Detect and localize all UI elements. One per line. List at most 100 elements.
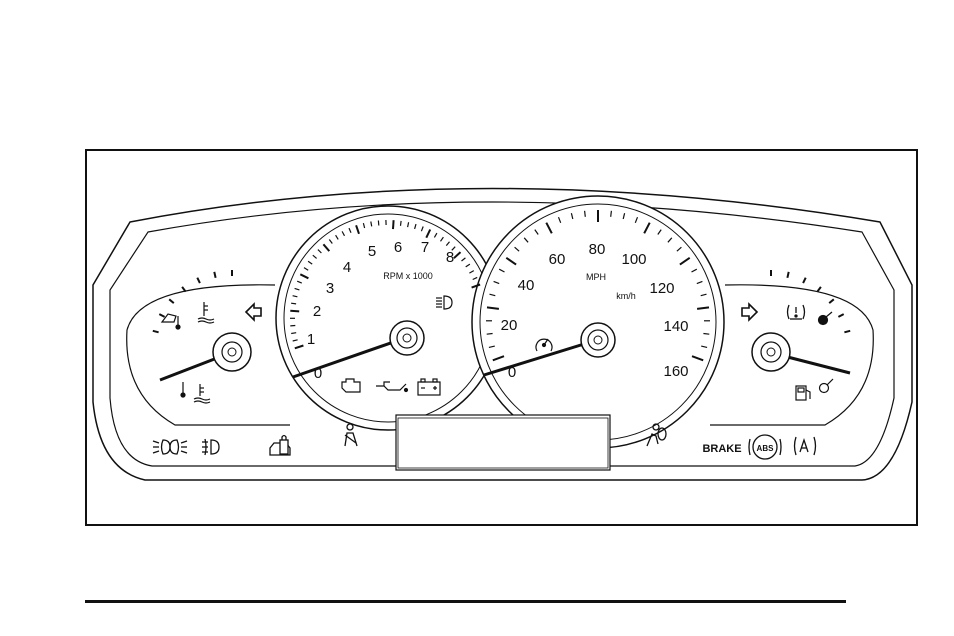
speedometer-tick <box>498 268 505 273</box>
tachometer-tick <box>292 295 298 298</box>
cluster-housing-outer <box>92 187 913 481</box>
speedometer-tick <box>493 280 500 285</box>
speedometer-tick <box>691 268 698 273</box>
tachometer-tick <box>370 221 373 227</box>
fuel-gauge-tick <box>802 277 807 284</box>
temperature-gauge-tick <box>213 271 217 279</box>
speedometer-tick <box>622 213 626 220</box>
speedometer-tick <box>545 222 553 234</box>
fuel-gauge-tick <box>816 286 822 293</box>
engine-coolant-temp-icon <box>197 302 215 324</box>
check-engine-icon <box>341 378 361 393</box>
tachometer-tick <box>291 332 297 335</box>
battery-icon <box>417 378 441 396</box>
fuel-gauge-hub-pin <box>766 347 776 357</box>
right-pod <box>710 284 874 426</box>
tachometer-label-4: 4 <box>343 259 351 276</box>
left-turn-signal-icon <box>244 302 262 322</box>
speedometer-tick <box>610 210 612 217</box>
speedometer-tick <box>492 355 505 362</box>
tire-pressure-icon <box>786 304 806 320</box>
speedometer-label-80: 80 <box>589 241 606 258</box>
tachometer-unit-label: RPM x 1000 <box>383 271 433 281</box>
abs-indicator-label: ABS <box>757 444 775 453</box>
tachometer-tick <box>292 339 298 342</box>
tachometer-label-5: 5 <box>368 243 376 260</box>
tachometer-tick <box>290 309 300 313</box>
temperature-gauge-tick <box>196 277 201 284</box>
tachometer-tick <box>425 229 432 239</box>
fog-lamp-icon <box>202 438 220 456</box>
tachometer-tick <box>317 249 322 254</box>
speedometer-label-60: 60 <box>549 251 566 268</box>
abs-icon <box>748 434 782 460</box>
tachometer-tick <box>471 283 481 289</box>
speedometer-tick <box>489 293 496 297</box>
temperature-gauge-hub-pin <box>227 347 237 357</box>
speedometer-hub-pin <box>593 335 603 345</box>
speedometer-tick <box>667 237 673 243</box>
speedometer-tick <box>696 280 703 285</box>
security-icon <box>269 434 291 456</box>
fuel-gauge-tick <box>837 313 845 318</box>
tachometer-tick <box>453 251 462 259</box>
temperature-gauge-tick <box>158 313 166 318</box>
left-pod <box>126 284 290 426</box>
tachometer-label-0: 0 <box>314 365 322 382</box>
temperature-gauge-tick <box>152 329 159 334</box>
tachometer-label-8: 8 <box>446 249 454 266</box>
coolant-hot-icon <box>193 384 211 404</box>
tachometer-label-6: 6 <box>394 239 402 256</box>
tachometer-tick <box>294 344 304 350</box>
right-turn-signal-icon <box>741 302 759 322</box>
brake-indicator-label: BRAKE <box>702 443 741 455</box>
tachometer-label-7: 7 <box>421 239 429 256</box>
tachometer-tick <box>445 241 450 246</box>
tachometer-tick <box>355 224 360 235</box>
tachometer-tick <box>451 246 456 251</box>
speedometer-label-160: 160 <box>663 363 688 380</box>
tachometer-tick <box>328 239 333 244</box>
tachometer-tick <box>296 280 303 284</box>
speedometer-tick <box>488 345 495 348</box>
tachometer-tick <box>392 220 395 230</box>
speedometer-tick <box>634 216 639 224</box>
tachometer-tick <box>291 302 297 305</box>
speedometer-tick <box>514 246 520 252</box>
tachometer-tick <box>469 270 475 274</box>
speedometer-tick <box>570 213 574 220</box>
tachometer-tick <box>348 227 352 233</box>
small-gauge-ticks <box>152 270 851 334</box>
fuel-pump-icon <box>795 385 811 401</box>
speedometer-tick <box>505 256 517 266</box>
speedometer-tick <box>534 229 539 235</box>
tachometer-ticks <box>290 219 481 350</box>
speedometer-tick <box>486 332 493 335</box>
fuel-gauge-tick <box>786 271 790 279</box>
tachometer-tick <box>472 276 478 281</box>
speedometer-tick <box>486 306 500 310</box>
tachometer-tick <box>322 243 331 252</box>
trunk-ajar-icon <box>160 313 181 330</box>
cluster-housing-inner <box>109 201 895 467</box>
bottom-rule <box>85 600 846 603</box>
temperature-gauge-tick <box>168 298 175 304</box>
fuel-empty-marker-icon <box>818 378 834 394</box>
illustration-frame <box>85 149 918 526</box>
tachometer-tick <box>420 226 424 232</box>
tachometer-tick <box>465 263 471 268</box>
fuel-full-marker-icon <box>817 311 833 326</box>
tachometer-tick <box>461 257 466 262</box>
cruise-control-icon <box>535 338 553 352</box>
tachometer-tick <box>341 231 346 237</box>
tachometer-tick <box>312 254 317 259</box>
speedometer-needle <box>483 338 598 377</box>
speedometer-tick <box>696 306 710 310</box>
tachometer-tick <box>335 234 339 240</box>
fuel-gauge-tick <box>828 298 835 304</box>
speedometer-tick <box>643 222 651 234</box>
speedometer-tick <box>584 210 586 217</box>
speedometer-tick <box>676 246 682 252</box>
speedometer-tick <box>657 229 662 235</box>
